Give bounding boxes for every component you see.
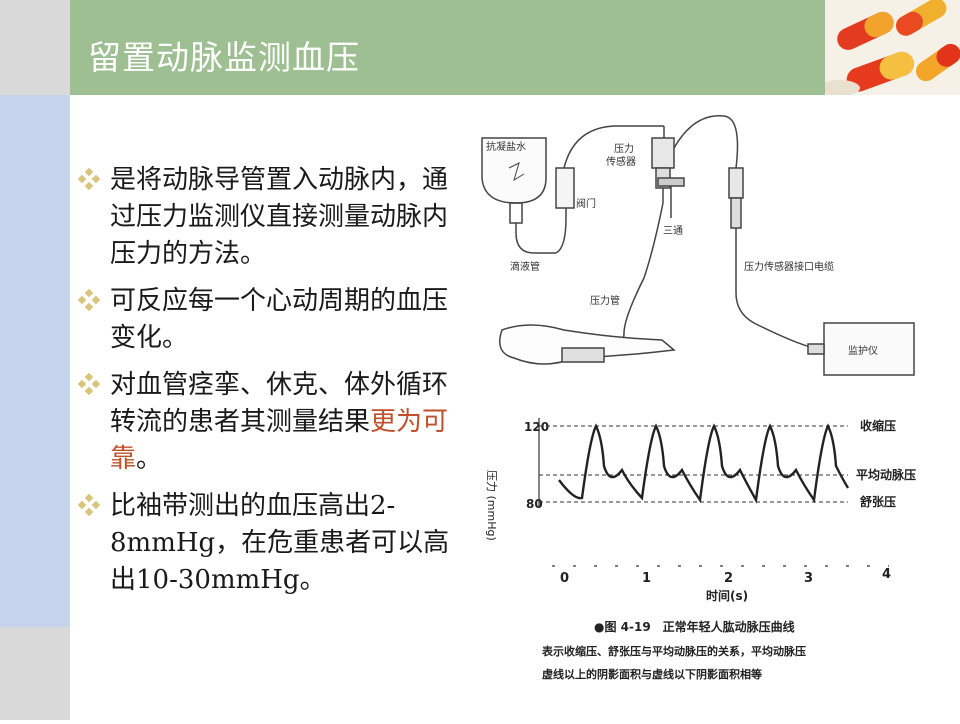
bullet-text: 是将动脉导管置入动脉内，通过压力监测仪直接测量动脉内压力的方法。 [110, 165, 449, 269]
label-sensor: 压力 传感器 [606, 142, 637, 168]
left-strip-bottom [0, 627, 70, 720]
label-diastolic: 舒张压 [859, 494, 896, 509]
apparatus-labels: 抗凝盐水 压力 传感器 阀门 三通 滴液管 压力传感器接口电缆 压力管 监护仪 [486, 140, 878, 357]
label-sensor-line1: 压力 [614, 142, 634, 155]
figure-caption-line1: 表示收缩压、舒张压与平均动脉压的关系，平均动脉压 [541, 644, 806, 658]
pills-decoration-image [825, 0, 960, 95]
y-tick-120: 120 [524, 420, 549, 434]
arterial-monitoring-figure: 抗凝盐水 压力 传感器 阀门 三通 滴液管 压力传感器接口电缆 压力管 监护仪 … [474, 108, 960, 720]
title-bar [70, 0, 825, 95]
left-strip-top [0, 0, 70, 95]
label-systolic: 收缩压 [860, 418, 896, 433]
bullet-text: 对血管痉挛、休克、体外循环转流的患者其测量结果 [110, 370, 449, 437]
bullet-text: 可反应每一个心动周期的血压变化。 [110, 286, 449, 353]
x-tick: 0 [560, 571, 569, 586]
diamond-bullet-icon [78, 289, 100, 311]
label-pressure-tube: 压力管 [590, 294, 620, 307]
x-axis-label: 时间(s) [706, 588, 748, 603]
figure-caption-line2: 虚线以上的阴影面积与虚线以下阴影面积相等 [542, 667, 762, 681]
x-tick: 1 [642, 571, 651, 586]
bullet-text: 比袖带测出的血压高出2-8mmHg，在危重患者可以高出10-30mmHg。 [110, 491, 450, 595]
diamond-bullet-icon [78, 168, 100, 190]
x-tick: 2 [724, 571, 733, 586]
label-drip-tube: 滴液管 [510, 260, 540, 273]
label-anticoag: 抗凝盐水 [486, 140, 526, 153]
x-tick: 4 [882, 567, 891, 582]
label-sensor-line2: 传感器 [606, 155, 636, 168]
bullet-item: 可反应每一个心动周期的血压变化。 [78, 283, 470, 357]
label-sensor-cable: 压力传感器接口电缆 [744, 260, 834, 273]
bullet-item: 是将动脉导管置入动脉内，通过压力监测仪直接测量动脉内压力的方法。 [78, 162, 470, 273]
pressure-curve-chart: 压力 (mmHg) 120 80 收缩压 平均动脉压 舒张压 0 1 2 3 4… [485, 418, 916, 681]
bullet-text-end: 。 [136, 444, 163, 474]
pressure-waveform [558, 423, 850, 504]
diamond-bullet-icon [78, 373, 100, 395]
label-valve: 阀门 [576, 197, 596, 210]
label-mean-pressure: 平均动脉压 [856, 467, 916, 482]
label-three-way: 三通 [663, 225, 683, 237]
highlighted-text: 更为可靠 [110, 407, 449, 474]
y-axis-label: 压力 (mmHg) [485, 470, 498, 541]
left-accent-strip [0, 95, 70, 627]
label-monitor: 监护仪 [848, 344, 878, 357]
slide-title: 留置动脉监测血压 [88, 38, 360, 77]
bullet-item: 对血管痉挛、休克、体外循环转流的患者其测量结果更为可靠。 [78, 367, 470, 478]
figure-caption-title: ●图 4-19 正常年轻人肱动脉压曲线 [594, 619, 795, 634]
bullet-list: 是将动脉导管置入动脉内，通过压力监测仪直接测量动脉内压力的方法。 可反应每一个心… [78, 162, 470, 609]
y-tick-80: 80 [526, 497, 543, 511]
apparatus-diagram [481, 115, 915, 376]
x-tick: 3 [804, 571, 813, 586]
diamond-bullet-icon [78, 494, 100, 516]
bullet-item: 比袖带测出的血压高出2-8mmHg，在危重患者可以高出10-30mmHg。 [78, 488, 470, 599]
